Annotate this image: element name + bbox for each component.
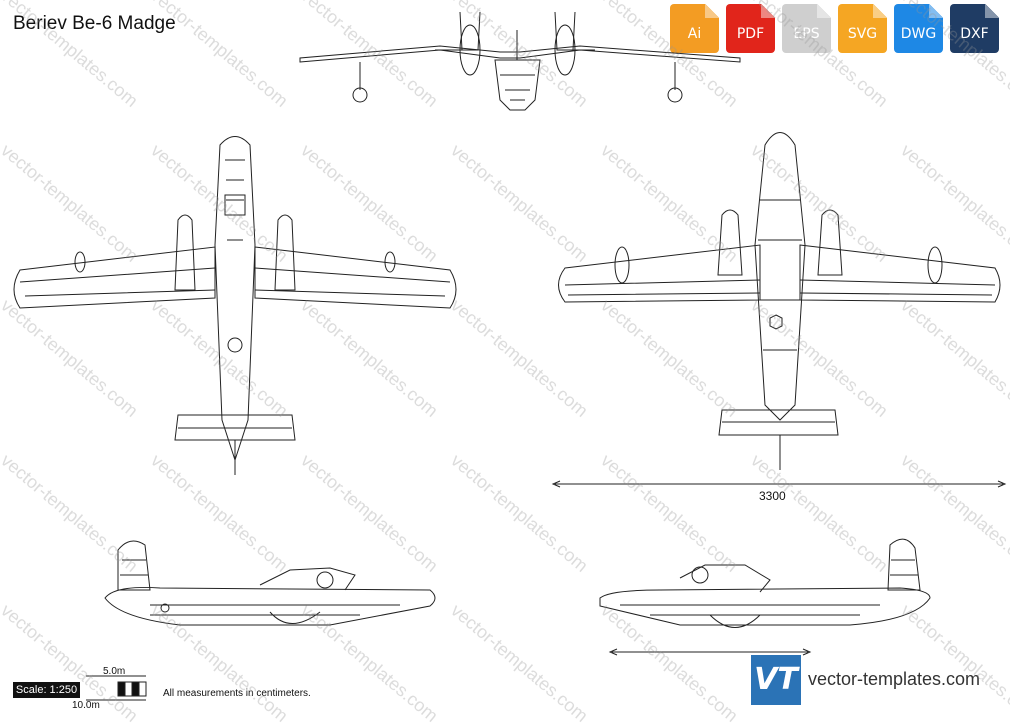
vt-logo-icon: VT — [751, 655, 801, 705]
format-label: SVG — [847, 26, 878, 42]
format-label: EPS — [793, 26, 820, 42]
format-label: DWG — [900, 26, 937, 42]
format-badges: Ai PDF EPS SVG DWG DXF — [670, 4, 999, 53]
eps-format-icon[interactable]: EPS — [782, 4, 831, 53]
scale-10m-label: 10.0m — [72, 700, 100, 711]
scale-5m-label: 5.0m — [103, 666, 126, 677]
svg-format-icon[interactable]: SVG — [838, 4, 887, 53]
side-view-right — [599, 538, 931, 656]
dxf-format-icon[interactable]: DXF — [950, 4, 999, 53]
format-label: DXF — [960, 26, 989, 42]
bottom-view — [551, 132, 1007, 488]
page-title: Beriev Be-6 Madge — [13, 13, 176, 34]
measurements-note: All measurements in centimeters. — [163, 688, 311, 699]
site-link[interactable]: vector-templates.com — [808, 669, 981, 689]
ai-format-icon[interactable]: Ai — [670, 4, 719, 53]
format-label: Ai — [687, 26, 702, 42]
top-view — [13, 136, 457, 475]
side-view-left — [104, 540, 436, 626]
wingspan-dimension: 3300 — [759, 489, 786, 503]
front-view — [299, 11, 741, 111]
scale-label: Scale: 1:250 — [13, 682, 80, 698]
scale-bar — [86, 675, 147, 701]
dwg-format-icon[interactable]: DWG — [894, 4, 943, 53]
format-label: PDF — [736, 26, 765, 42]
pdf-format-icon[interactable]: PDF — [726, 4, 775, 53]
